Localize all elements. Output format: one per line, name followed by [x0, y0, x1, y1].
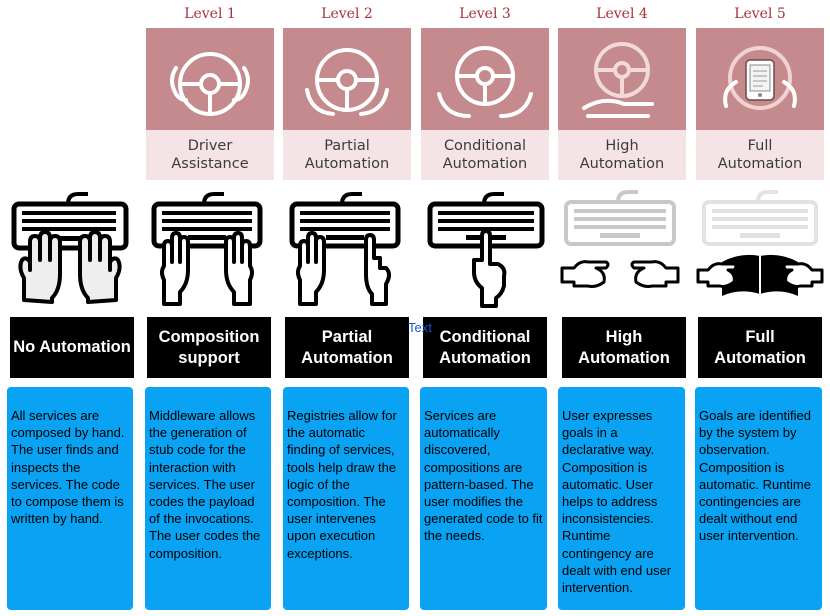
stray-text-label: Text [408, 320, 432, 335]
level-caption: Conditional Automation [421, 130, 549, 180]
keyboard-two-hands-pointing-icon [289, 192, 401, 306]
level-caption-line-2: Automation [579, 156, 665, 172]
level-label: Level 1 [184, 6, 236, 22]
level-panel [558, 28, 686, 130]
category-label-line-1: No Automation [13, 338, 131, 356]
level-panel [421, 28, 549, 130]
description-composition-support: Middleware allows the generation of stub… [145, 387, 271, 610]
level-caption-line-2: Assistance [171, 156, 249, 172]
level-caption-line-2: Automation [717, 156, 803, 172]
description-high-automation: User expresses goals in a declarative wa… [558, 387, 685, 610]
category-label-line-2: support [178, 348, 240, 367]
level-panel [283, 28, 411, 130]
category-label-conditional-automation: Conditional Automation [423, 317, 547, 378]
level-caption-line-2: Automation [304, 156, 390, 172]
level-label: Level 4 [596, 6, 648, 22]
level-caption-line-1: High [605, 138, 639, 154]
faded-keyboard-handshake-icon [560, 190, 680, 288]
category-label-partial-automation: Partial Automation [285, 317, 409, 378]
description-full-automation: Goals are identified by the system by ob… [695, 387, 822, 610]
level-label: Level 5 [734, 6, 786, 22]
category-label-line-2: Automation [439, 348, 531, 367]
category-label-line-1: Conditional [439, 327, 531, 346]
category-label-line-2: Automation [714, 348, 806, 367]
category-label-no-automation: No Automation [10, 317, 134, 378]
level-caption-line-2: Automation [442, 156, 528, 172]
steering-wheel-cupped-hands-icon [305, 48, 389, 116]
level-caption-line-1: Conditional [443, 138, 527, 154]
category-label-high-automation: High Automation [562, 317, 686, 378]
category-label-line-1: High [605, 327, 643, 346]
keyboard-two-hands-outline-icon [151, 192, 263, 306]
level-caption-line-1: Partial [324, 138, 370, 154]
level-caption: Partial Automation [283, 130, 411, 180]
category-label-full-automation: Full Automation [698, 317, 822, 378]
keyboard-two-hands-typing-icon [11, 192, 129, 304]
level-caption: Driver Assistance [146, 130, 274, 180]
category-label-line-2: Automation [578, 348, 670, 367]
faded-keyboard-book-hands-icon [696, 190, 824, 296]
level-panel [146, 28, 274, 130]
description-conditional-automation: Services are automatically discovered, c… [420, 387, 547, 610]
level-caption: High Automation [558, 130, 686, 180]
description-no-automation: All services are composed by hand. The u… [7, 387, 133, 610]
steering-wheel-two-hands-icon [170, 52, 250, 116]
level-label: Level 3 [459, 6, 511, 22]
level-caption-line-1: Full [747, 138, 773, 154]
tablet-robot-icon [723, 46, 797, 110]
level-caption-line-1: Driver [187, 138, 233, 154]
category-label-composition-support: Composition support [147, 317, 271, 378]
category-label-line-2: Automation [301, 348, 393, 367]
level-panel [696, 28, 824, 130]
category-label-line-1: Partial [321, 327, 373, 346]
category-label-line-1: Full [745, 327, 775, 346]
level-label: Level 2 [321, 6, 373, 22]
level-caption: Full Automation [696, 130, 824, 180]
steering-wheel-hands-below-icon [437, 46, 533, 118]
steering-wheel-hands-open-icon [582, 42, 654, 118]
keyboard-one-finger-icon [427, 192, 545, 308]
category-label-line-1: Composition [158, 327, 260, 346]
description-partial-automation: Registries allow for the automatic findi… [283, 387, 409, 610]
